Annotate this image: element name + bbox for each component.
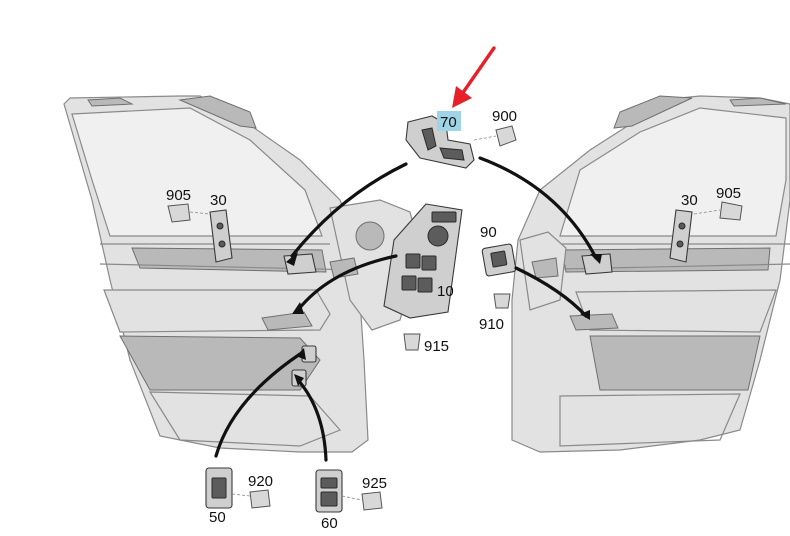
red-pointer-arrow [452,46,496,108]
callout-900[interactable]: 900 [492,108,517,125]
leader-arrowheads [286,252,602,386]
clip-905-right [693,201,743,221]
part-70-seat-switch [405,115,475,169]
callout-10[interactable]: 10 [437,283,454,300]
callout-910[interactable]: 910 [479,316,504,333]
callout-70-highlight [437,111,461,131]
leader-10 [296,254,398,312]
clip-905-left [167,203,211,223]
callout-925[interactable]: 925 [362,475,387,492]
part-10-window-switch-panel [383,203,463,319]
part-60-switch [315,469,343,513]
right-door [511,95,790,453]
leader-70-left [290,162,408,258]
part-30-left-switch [209,209,233,263]
callout-915[interactable]: 915 [424,338,449,355]
callout-905-left[interactable]: 905 [166,187,191,204]
clip-920 [231,489,271,509]
clip-900 [473,125,517,147]
callout-30-left[interactable]: 30 [210,192,227,209]
callout-90[interactable]: 90 [480,224,497,241]
clip-925 [341,491,383,511]
leader-70-right [478,156,598,260]
callout-920[interactable]: 920 [248,473,273,490]
leader-60 [296,378,328,462]
clip-915 [403,333,421,351]
part-50-switch [205,467,233,509]
callout-70[interactable]: 70 [440,114,457,131]
clip-910 [493,293,511,309]
callout-60[interactable]: 60 [321,515,338,532]
leader-lines [214,156,598,462]
part-90-switch [481,243,517,277]
part-30-right-switch [669,209,693,263]
leader-90 [514,266,588,318]
callout-905-right[interactable]: 905 [716,185,741,202]
callout-30-right[interactable]: 30 [681,192,698,209]
callout-50[interactable]: 50 [209,509,226,526]
left-door [63,95,421,453]
leader-50 [214,352,302,458]
